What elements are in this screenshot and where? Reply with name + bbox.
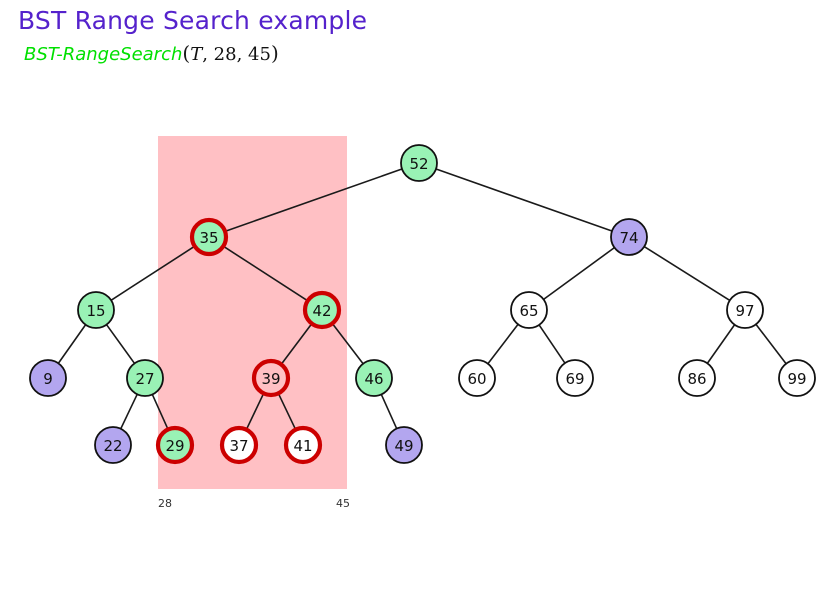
node-circle <box>29 359 67 397</box>
arg-separator-1: , <box>202 44 214 65</box>
node-circle <box>219 425 259 465</box>
node-value-label: 29 <box>165 437 184 455</box>
node-circle <box>189 217 229 257</box>
tree-node-65[interactable]: 65 <box>510 291 548 329</box>
node-value-label: 37 <box>229 437 248 455</box>
tree-edge <box>537 323 567 365</box>
tree-node-49[interactable]: 49 <box>385 426 423 464</box>
node-circle <box>385 426 423 464</box>
close-paren: ) <box>270 41 279 65</box>
high-bound-argument: 45 <box>248 44 271 65</box>
low-bound-argument: 28 <box>213 44 237 65</box>
function-call-caption: BST-RangeSearch(T, 28, 45) <box>24 41 279 65</box>
tree-edge <box>706 323 736 365</box>
node-value-label: 74 <box>619 229 638 247</box>
node-value-label: 9 <box>43 370 53 388</box>
node-value-label: 42 <box>312 302 331 320</box>
node-circle <box>510 291 548 329</box>
node-value-label: 41 <box>293 437 312 455</box>
tree-edge <box>57 323 87 365</box>
arg-separator-2: , <box>236 44 249 65</box>
tree-edge <box>245 392 265 431</box>
tree-node-9[interactable]: 9 <box>29 359 67 397</box>
tree-edge <box>109 245 196 302</box>
tree-node-99[interactable]: 99 <box>778 359 816 397</box>
tree-node-97[interactable]: 97 <box>726 291 764 329</box>
node-circle <box>678 359 716 397</box>
node-value-label: 52 <box>409 155 428 173</box>
tree-node-46[interactable]: 46 <box>355 359 393 397</box>
tree-node-41[interactable]: 41 <box>283 425 323 465</box>
tree-node-86[interactable]: 86 <box>678 359 716 397</box>
node-circle <box>610 218 648 256</box>
band-low-label: 28 <box>158 497 172 510</box>
tree-argument: T <box>190 44 203 65</box>
node-circle <box>726 291 764 329</box>
tree-node-74[interactable]: 74 <box>610 218 648 256</box>
node-value-label: 15 <box>86 302 105 320</box>
node-circle <box>778 359 816 397</box>
node-value-label: 69 <box>565 370 584 388</box>
band-high-label: 45 <box>336 497 350 510</box>
tree-node-39[interactable]: 39 <box>251 358 291 398</box>
tree-edge <box>542 246 616 301</box>
tree-node-15[interactable]: 15 <box>77 291 115 329</box>
tree-node-29[interactable]: 29 <box>155 425 195 465</box>
node-circle <box>355 359 393 397</box>
node-value-label: 39 <box>261 370 280 388</box>
tree-edge <box>380 393 398 430</box>
node-value-label: 46 <box>364 370 383 388</box>
node-value-label: 49 <box>394 437 413 455</box>
node-value-label: 97 <box>735 302 754 320</box>
node-circle <box>155 425 195 465</box>
tree-edge <box>105 323 136 365</box>
node-circle <box>126 359 164 397</box>
node-circle <box>302 290 342 330</box>
tree-node-60[interactable]: 60 <box>458 359 496 397</box>
tree-node-22[interactable]: 22 <box>94 426 132 464</box>
tree-node-52[interactable]: 52 <box>400 144 438 182</box>
node-layer: 52 35 74 15 42 65 97 9 27 39 46 60 69 86 99 22 29 37 41 49 <box>29 144 816 465</box>
node-value-label: 27 <box>135 370 154 388</box>
node-value-label: 22 <box>103 437 122 455</box>
function-name-text: BST-RangeSearch <box>24 44 183 65</box>
tree-edge <box>119 392 139 431</box>
tree-edge <box>486 323 520 365</box>
node-circle <box>283 425 323 465</box>
node-circle <box>458 359 496 397</box>
node-circle <box>94 426 132 464</box>
band-tick-layer: 28 45 <box>158 497 350 510</box>
tree-edge <box>754 323 788 365</box>
tree-edge <box>434 167 614 233</box>
tree-node-37[interactable]: 37 <box>219 425 259 465</box>
node-value-label: 65 <box>519 302 538 320</box>
tree-edge <box>224 167 404 233</box>
tree-node-35[interactable]: 35 <box>189 217 229 257</box>
open-paren: ( <box>182 41 191 65</box>
tree-node-42[interactable]: 42 <box>302 290 342 330</box>
tree-edge <box>151 393 169 430</box>
tree-edge <box>277 392 297 431</box>
tree-edge <box>331 323 365 365</box>
node-value-label: 35 <box>199 229 218 247</box>
tree-edge <box>222 245 309 302</box>
node-circle <box>77 291 115 329</box>
tree-node-27[interactable]: 27 <box>126 359 164 397</box>
node-value-label: 86 <box>687 370 706 388</box>
node-circle <box>251 358 291 398</box>
tree-edge <box>280 323 313 365</box>
node-circle <box>400 144 438 182</box>
node-circle <box>556 359 594 397</box>
node-value-label: 99 <box>787 370 806 388</box>
tree-edge <box>642 245 732 302</box>
node-value-label: 60 <box>467 370 486 388</box>
tree-node-69[interactable]: 69 <box>556 359 594 397</box>
edge-layer <box>57 167 788 431</box>
page-title: BST Range Search example <box>18 6 368 35</box>
